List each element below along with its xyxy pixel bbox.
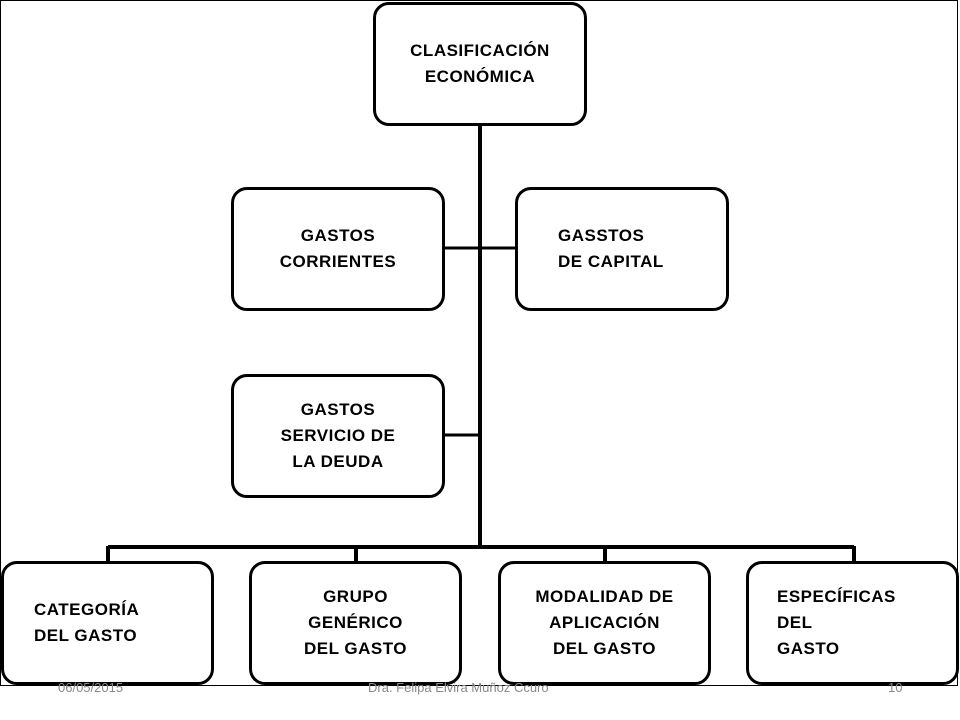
footer-author: Dra. Felipa Elvira Muñoz Ccuro bbox=[368, 680, 549, 695]
footer-date: 06/05/2015 bbox=[58, 680, 124, 695]
leaf-categoria: CATEGORÍA DEL GASTO bbox=[1, 561, 214, 685]
footer-page-number: 10 bbox=[888, 680, 903, 695]
node-gastos-capital: GASSTOS DE CAPITAL bbox=[515, 187, 729, 311]
node-servicio-deuda: GASTOS SERVICIO DE LA DEUDA bbox=[231, 374, 445, 498]
slide-frame bbox=[0, 0, 958, 686]
leaf-modalidad: MODALIDAD DE APLICACIÓN DEL GASTO bbox=[498, 561, 711, 685]
leaf-especificas: ESPECÍFICAS DEL GASTO bbox=[746, 561, 959, 685]
leaf-grupo-generico: GRUPO GENÉRICO DEL GASTO bbox=[249, 561, 462, 685]
node-gastos-corrientes: GASTOS CORRIENTES bbox=[231, 187, 445, 311]
root-node-clasificacion: CLASIFICACIÓN ECONÓMICA bbox=[373, 2, 587, 126]
